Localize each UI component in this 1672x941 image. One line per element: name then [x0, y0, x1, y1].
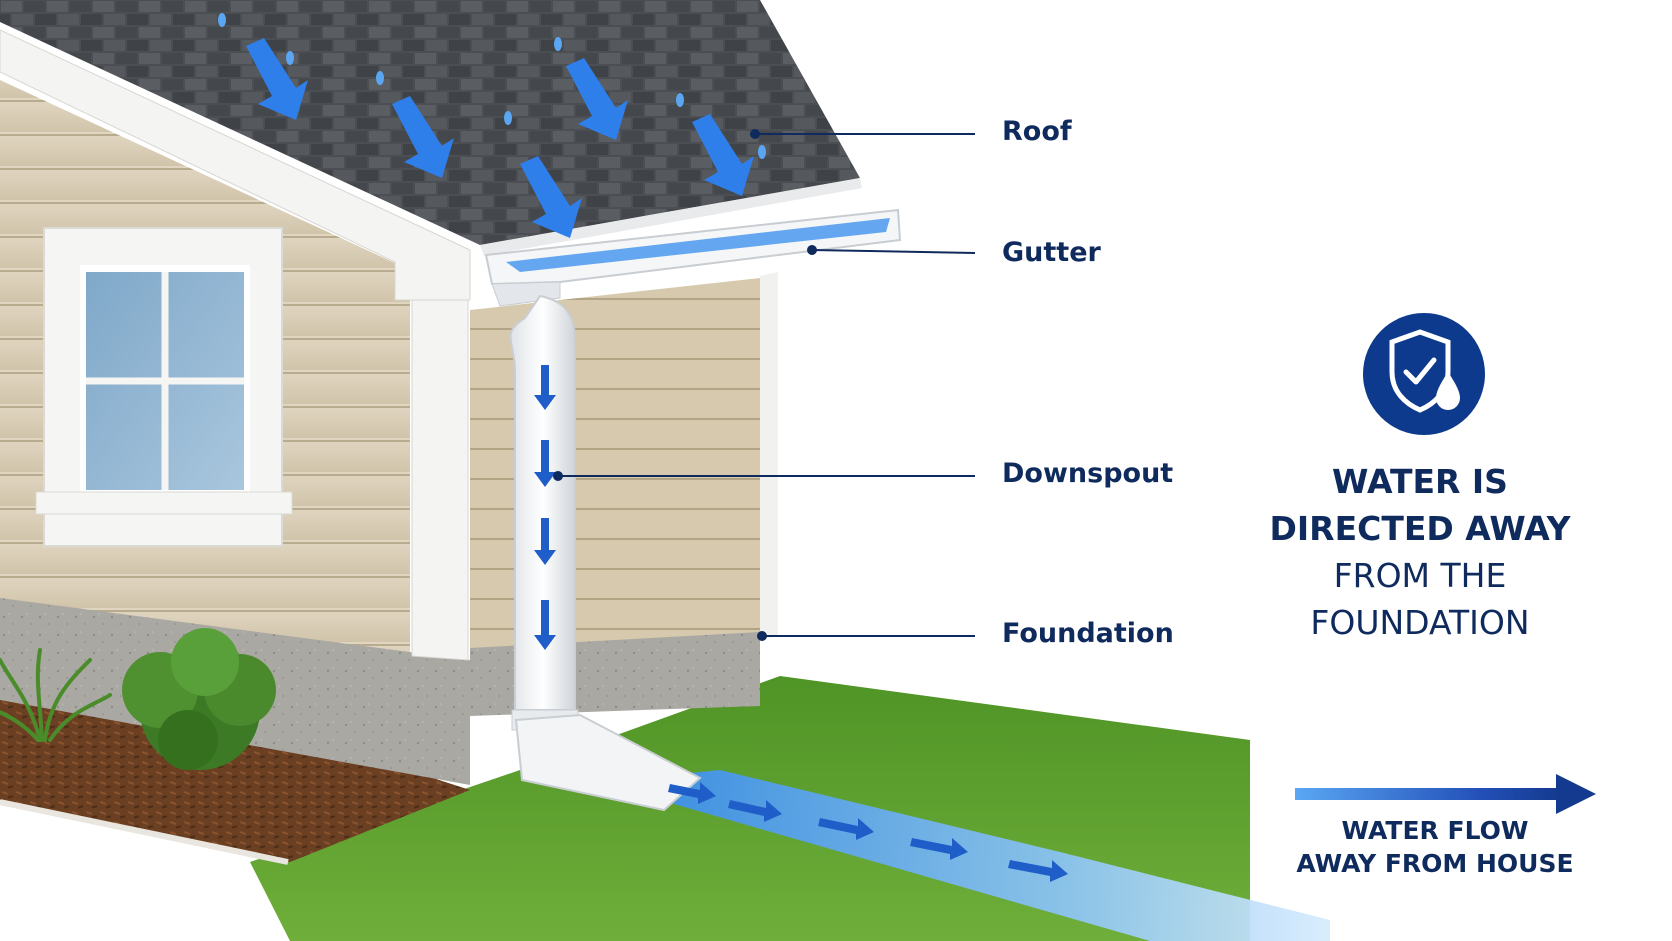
message-line-4: FOUNDATION: [1310, 603, 1530, 642]
message-line-1: WATER IS: [1332, 462, 1508, 501]
downspout: [509, 294, 702, 812]
gutter: [484, 208, 902, 307]
leader-lines: [553, 129, 976, 641]
downspout-arrows: [534, 365, 556, 650]
shield-check-droplet-icon: [1363, 313, 1485, 435]
flow-caption: WATER FLOW AWAY FROM HOUSE: [1280, 814, 1590, 880]
label-foundation: Foundation: [1002, 618, 1174, 649]
message-block: WATER IS DIRECTED AWAY FROM THE FOUNDATI…: [1240, 458, 1600, 646]
window: [35, 227, 293, 547]
raindrops: [218, 13, 766, 159]
label-gutter: Gutter: [1002, 237, 1101, 268]
rain-arrows: [246, 38, 754, 238]
shrub: [122, 628, 276, 770]
message-line-2: DIRECTED AWAY: [1269, 509, 1571, 548]
flow-line-1: WATER FLOW: [1341, 816, 1529, 845]
message-line-3: FROM THE: [1333, 556, 1507, 595]
flow-line-2: AWAY FROM HOUSE: [1296, 849, 1574, 878]
arrow-right-icon: [1295, 774, 1596, 814]
roof: [0, 0, 860, 245]
water-stream: [660, 770, 1330, 941]
label-roof: Roof: [1002, 116, 1072, 147]
stream-arrows: [668, 782, 1068, 882]
grass-plant: [0, 648, 112, 742]
label-downspout: Downspout: [1002, 458, 1174, 489]
